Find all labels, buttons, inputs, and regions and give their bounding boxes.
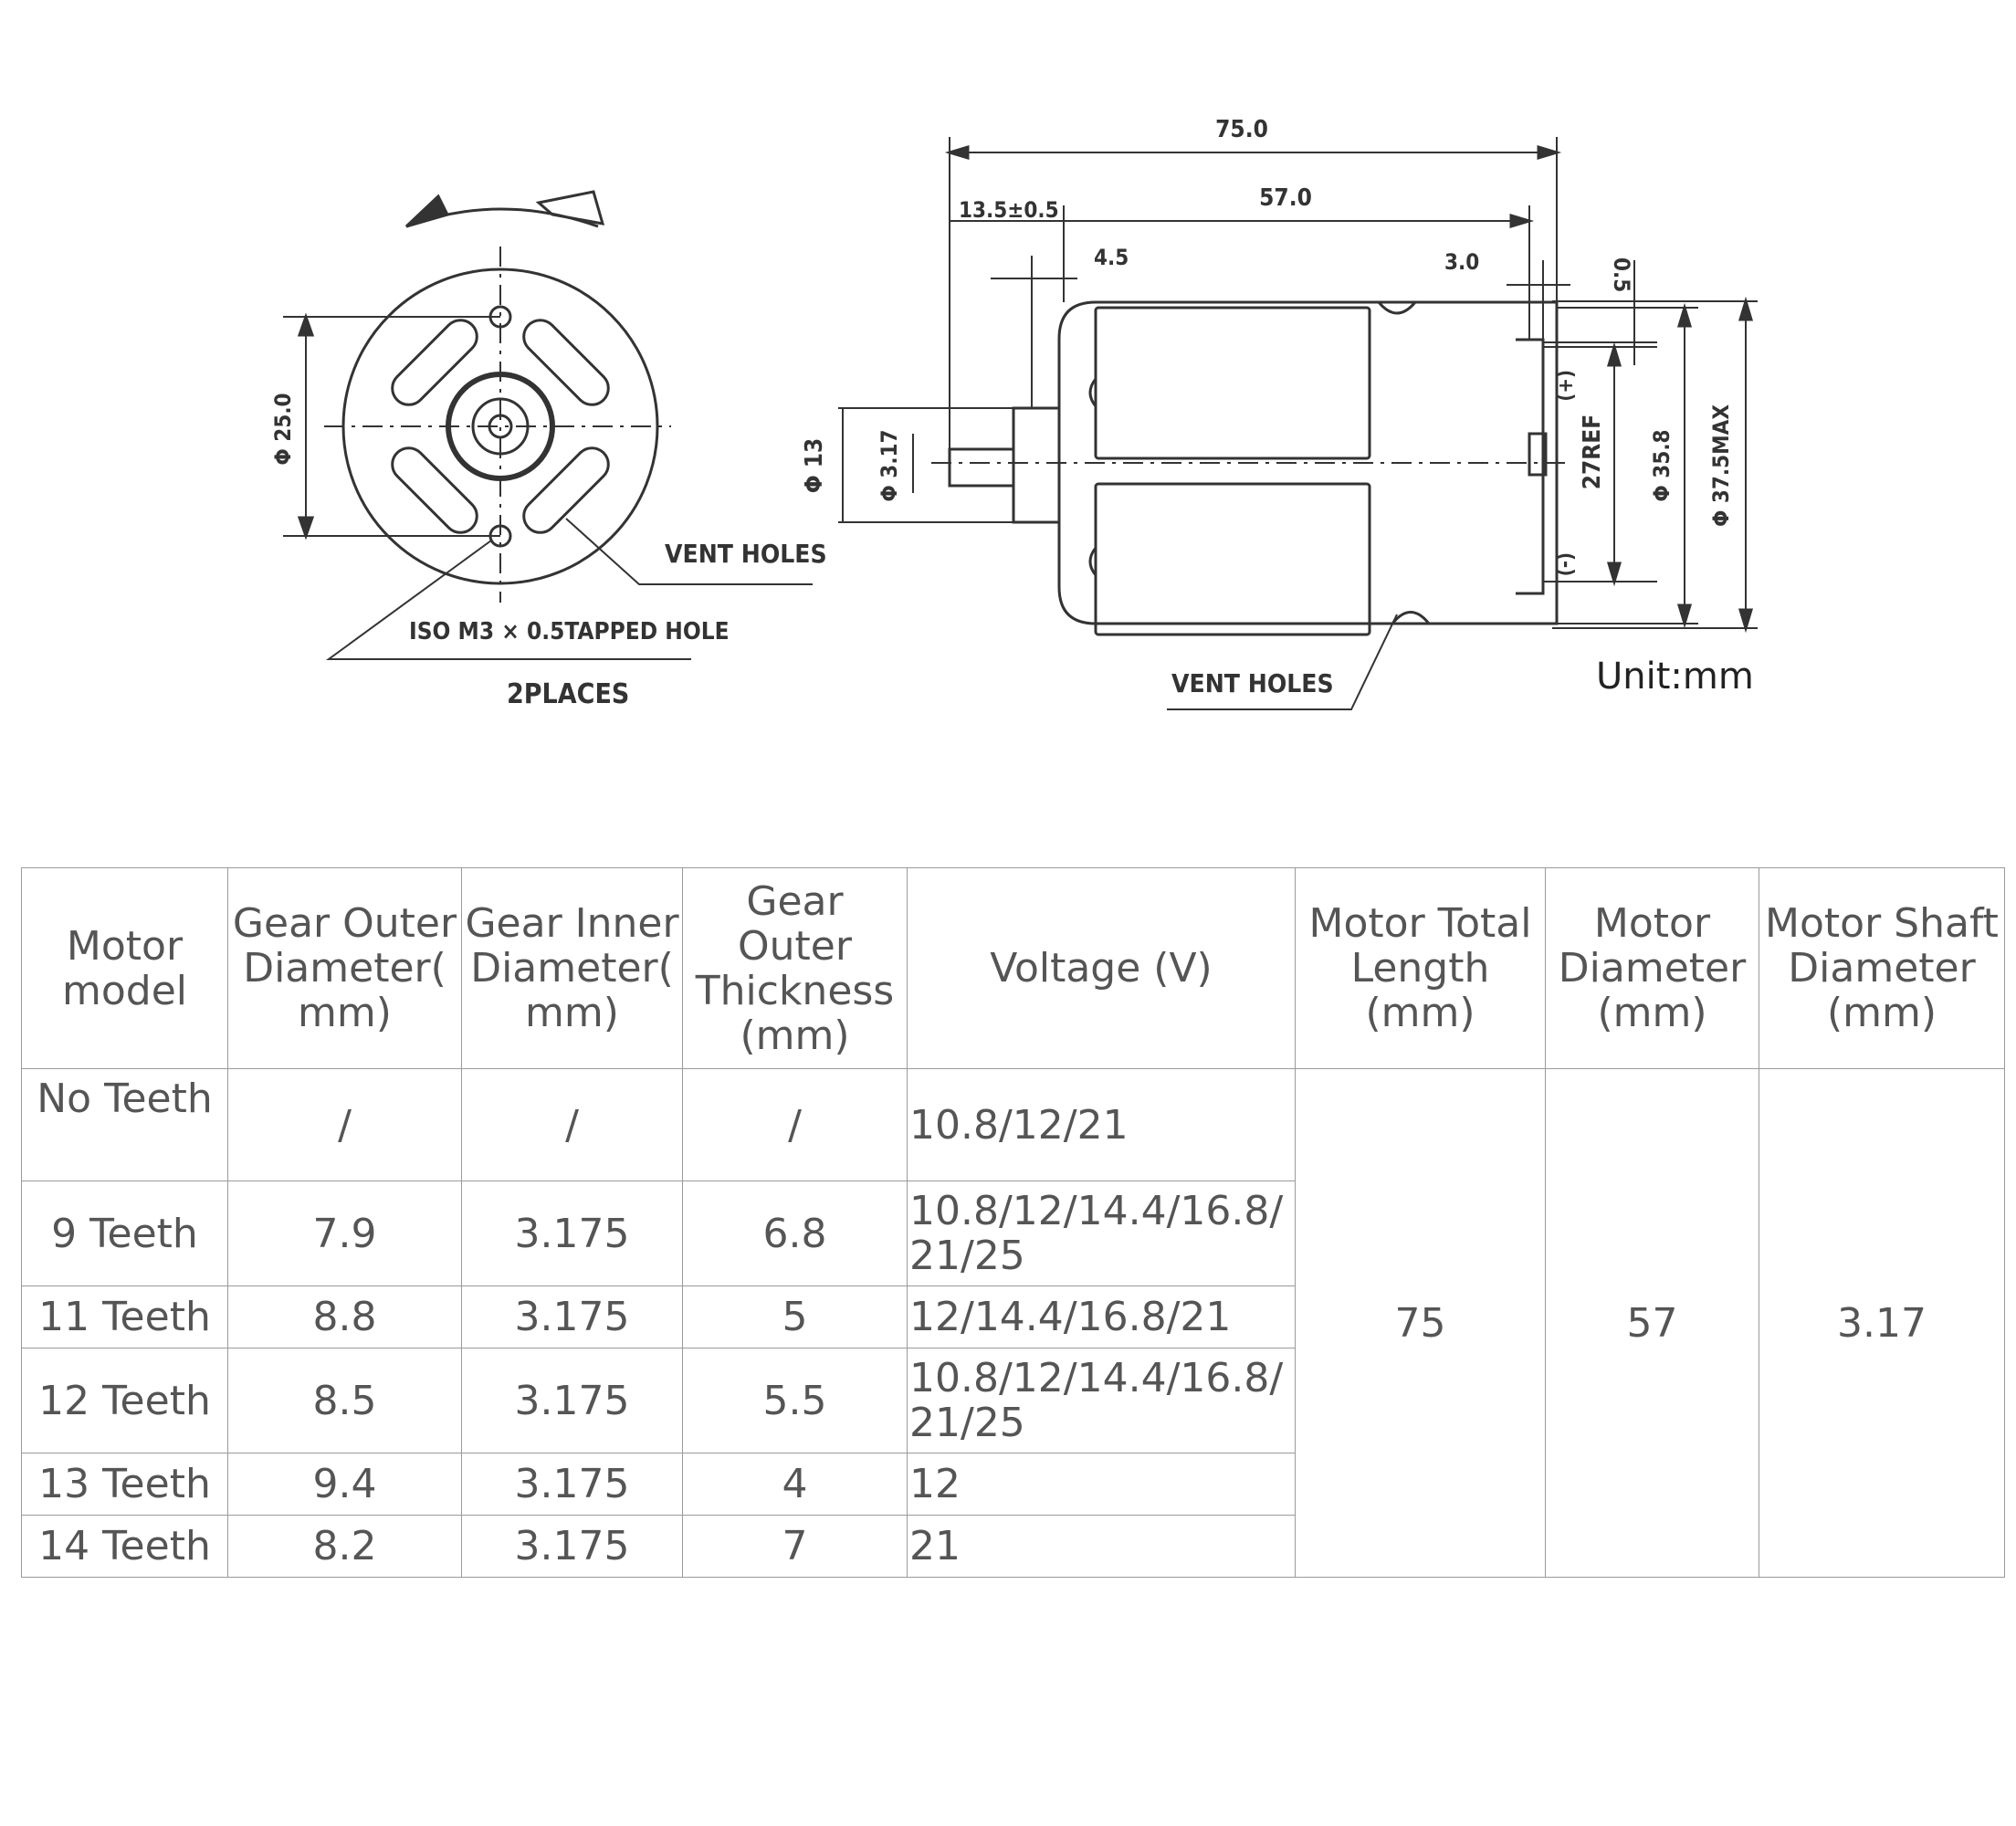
vent-slot bbox=[522, 446, 610, 534]
tapped-hole-label: ISO M3 × 0.5TAPPED HOLE bbox=[409, 618, 730, 645]
dimension-arrows bbox=[1509, 213, 1535, 229]
dimension-arrows bbox=[1606, 296, 1754, 634]
column-header: Motor Diameter (mm) bbox=[1545, 867, 1759, 1069]
table-row: 12 Teeth 8.5 3.175 5.5 10.8/12/14.4/16.8… bbox=[21, 1348, 2005, 1453]
magnet-window bbox=[1094, 482, 1371, 636]
hole-spacing-dim: Φ 25.0 bbox=[270, 393, 296, 465]
voltage-cell: 21 bbox=[907, 1515, 1296, 1578]
motor-spec-table: Motor model Gear Outer Diameter( mm) Gea… bbox=[21, 867, 2005, 1578]
vent-holes-leader bbox=[565, 518, 813, 585]
vent-slot bbox=[391, 446, 478, 534]
gear-inner-cell: 3.175 bbox=[461, 1515, 683, 1578]
motor-model-cell: 11 Teeth bbox=[21, 1286, 228, 1349]
voltage-cell: 12 bbox=[907, 1453, 1296, 1516]
motor-model-cell: 12 Teeth bbox=[21, 1348, 228, 1453]
brush-holder bbox=[1528, 432, 1548, 477]
column-header: Motor Total Length (mm) bbox=[1295, 867, 1546, 1069]
gear-thickness-cell: 5 bbox=[682, 1286, 908, 1349]
dimension-arrows bbox=[297, 312, 315, 540]
magnet-window bbox=[1094, 306, 1371, 460]
dim-rear-step: 0.5 bbox=[1609, 257, 1634, 292]
column-header: Motor Shaft Diameter (mm) bbox=[1759, 867, 2005, 1069]
front-view: Φ 25.0 ISO M3 × 0.5TAPPED HOLE 2PLACES V… bbox=[270, 190, 827, 710]
tapped-hole-leader bbox=[325, 540, 691, 660]
motor-model-cell: No Teeth bbox=[21, 1068, 228, 1181]
total-length-cell: 75 bbox=[1295, 1068, 1546, 1578]
gear-thickness-cell: 4 bbox=[682, 1453, 908, 1516]
table-row: 14 Teeth 8.2 3.175 7 21 bbox=[21, 1515, 2005, 1578]
vent-slot bbox=[522, 319, 610, 406]
gear-thickness-cell: 7 bbox=[682, 1515, 908, 1578]
vent-holes-label-side: VENT HOLES bbox=[1171, 668, 1334, 698]
shaft bbox=[948, 447, 1015, 488]
dim-max-dia: Φ 37.5MAX bbox=[1708, 404, 1734, 527]
gear-inner-cell: 3.175 bbox=[461, 1181, 683, 1286]
gear-outer-cell: / bbox=[227, 1068, 462, 1181]
column-header: Gear Outer Diameter( mm) bbox=[227, 867, 462, 1069]
dim-flange: 13.5±0.5 bbox=[959, 197, 1059, 223]
dimension-arrows bbox=[944, 144, 1562, 161]
gear-thickness-cell: 5.5 bbox=[682, 1348, 908, 1453]
motor-model-cell: 9 Teeth bbox=[21, 1181, 228, 1286]
motor-diameter-cell: 57 bbox=[1545, 1068, 1759, 1578]
clip bbox=[1088, 378, 1097, 407]
motor-model-cell: 14 Teeth bbox=[21, 1515, 228, 1578]
table-row: 13 Teeth 9.4 3.175 4 12 bbox=[21, 1453, 2005, 1516]
dim-body-length: 57.0 bbox=[1259, 184, 1312, 212]
rotation-arrowhead bbox=[404, 194, 450, 228]
vent-notch bbox=[1391, 611, 1431, 624]
voltage-cell: 12/14.4/16.8/21 bbox=[907, 1286, 1296, 1349]
table-row: No Teeth / / / 10.8/12/21 75 57 3.17 bbox=[21, 1068, 2005, 1578]
motor-model-cell: 13 Teeth bbox=[21, 1453, 228, 1516]
vent-notch bbox=[1377, 301, 1417, 315]
column-header: Gear Inner Diameter( mm) bbox=[461, 867, 683, 1069]
terminal-plus-label: (+) bbox=[1554, 370, 1577, 402]
gear-thickness-cell: 6.8 bbox=[682, 1181, 908, 1286]
shaft-diameter-cell: 3.17 bbox=[1759, 1068, 2005, 1578]
dim-boss: 4.5 bbox=[1094, 245, 1129, 270]
column-header: Voltage (V) bbox=[907, 867, 1296, 1069]
column-header: Motor model bbox=[21, 867, 228, 1069]
vent-holes-leader bbox=[1167, 614, 1398, 710]
voltage-cell: 10.8/12/14.4/16.8/21/25 bbox=[907, 1181, 1296, 1286]
dim-terminal: 27REF bbox=[1579, 415, 1606, 490]
unit-label: Unit:mm bbox=[1596, 656, 1754, 698]
gear-inner-cell: 3.175 bbox=[461, 1286, 683, 1349]
dim-overall-length: 75.0 bbox=[1215, 116, 1268, 143]
vent-slot bbox=[391, 319, 478, 406]
motor-technical-drawing: Φ 25.0 ISO M3 × 0.5TAPPED HOLE 2PLACES V… bbox=[270, 116, 1758, 710]
places-label: 2PLACES bbox=[507, 678, 629, 710]
bearing-boss-side bbox=[1012, 406, 1061, 524]
vent-holes-label-front: VENT HOLES bbox=[665, 539, 827, 569]
dim-boss-dia: Φ 13 bbox=[801, 438, 828, 494]
table-row: 9 Teeth 7.9 3.175 6.8 10.8/12/14.4/16.8/… bbox=[21, 1181, 2005, 1286]
gear-outer-cell: 8.5 bbox=[227, 1348, 462, 1453]
gear-inner-cell: 3.175 bbox=[461, 1453, 683, 1516]
dim-rear: 3.0 bbox=[1444, 249, 1479, 275]
dim-body-dia: Φ 35.8 bbox=[1649, 429, 1675, 501]
gear-outer-cell: 8.8 bbox=[227, 1286, 462, 1349]
dim-shaft-dia: Φ 3.17 bbox=[877, 429, 902, 501]
voltage-cell: 10.8/12/14.4/16.8/21/25 bbox=[907, 1348, 1296, 1453]
table-row: 11 Teeth 8.8 3.175 5 12/14.4/16.8/21 bbox=[21, 1286, 2005, 1349]
gear-outer-cell: 9.4 bbox=[227, 1453, 462, 1516]
side-view: 75.0 57.0 13.5±0.5 4.5 3.0 0.5 Φ 13 Φ 3.… bbox=[801, 116, 1758, 710]
voltage-cell: 10.8/12/21 bbox=[907, 1068, 1296, 1181]
terminal-minus-label: (-) bbox=[1554, 552, 1577, 576]
gear-outer-cell: 7.9 bbox=[227, 1181, 462, 1286]
rotation-arrowhead bbox=[535, 190, 605, 226]
gear-inner-cell: 3.175 bbox=[461, 1348, 683, 1453]
table-header-row: Motor model Gear Outer Diameter( mm) Gea… bbox=[21, 867, 2005, 1069]
column-header: Gear Outer Thickness (mm) bbox=[682, 867, 908, 1069]
gear-thickness-cell: / bbox=[682, 1068, 908, 1181]
clip bbox=[1088, 547, 1097, 576]
motor-body bbox=[1057, 300, 1559, 625]
gear-inner-cell: / bbox=[461, 1068, 683, 1181]
gear-outer-cell: 8.2 bbox=[227, 1515, 462, 1578]
